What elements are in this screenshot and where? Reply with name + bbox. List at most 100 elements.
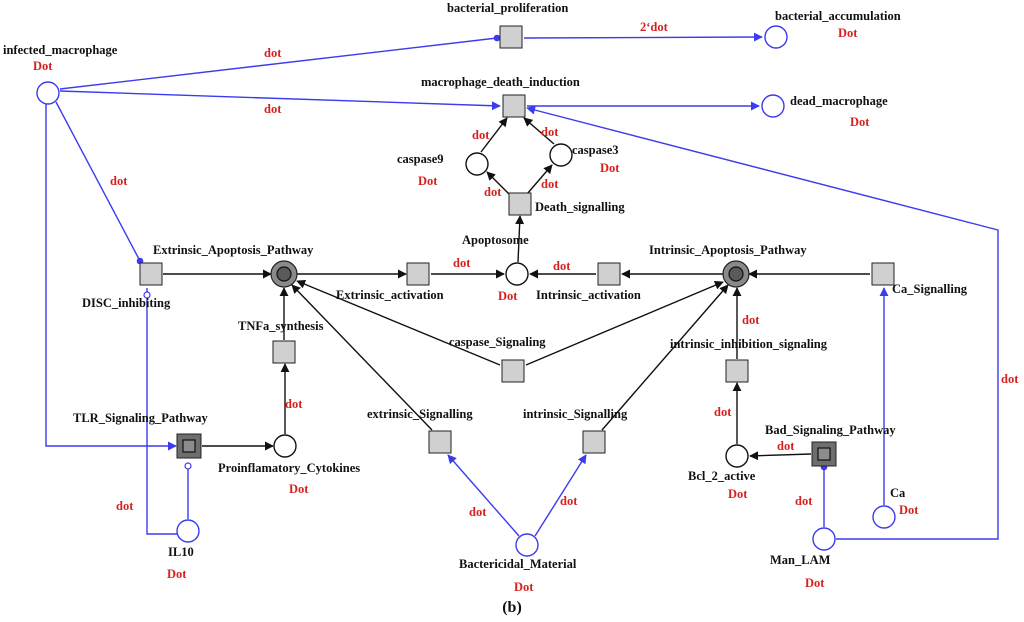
arc-intrinsic_signalling-to-intrinsic_apoptosis_pathway	[601, 284, 729, 431]
place-bacterial_accumulation[interactable]	[764, 25, 788, 49]
substitution-marker	[817, 447, 831, 461]
arc-death_signalling-to-caspase9	[486, 171, 512, 197]
arc-inscription: dot	[541, 125, 559, 139]
place-il10[interactable]	[176, 519, 200, 543]
labels: dot 2‘dot dot dot dot dot dot dot dot dot dot dot do…	[3, 1, 1019, 594]
substitution-marker	[182, 439, 196, 453]
transition-label: bacterial_proliferation	[447, 1, 568, 15]
transition-label: caspase_Signaling	[449, 335, 546, 349]
place-label: Proinflamatory_Cytokines	[218, 461, 360, 475]
arc-inscription: dot	[484, 185, 502, 199]
arc-inscription: dot	[714, 405, 732, 419]
transition-bacterial_proliferation[interactable]	[499, 25, 523, 49]
transition-label: Bad_Signaling_Pathway	[765, 423, 896, 437]
transition-label: macrophage_death_induction	[421, 75, 580, 89]
transition-label: Extrinsic_activation	[336, 288, 444, 302]
place-token: Dot	[850, 115, 870, 129]
place-token: Dot	[418, 174, 438, 188]
place-label: Man_LAM	[770, 553, 831, 567]
transition-extrinsic_signalling[interactable]	[428, 430, 452, 454]
place-caspase9[interactable]	[465, 152, 489, 176]
arc-inscription: dot	[264, 102, 282, 116]
place-proinflamatory_cytokines[interactable]	[273, 434, 297, 458]
transition-extrinsic_activation[interactable]	[406, 262, 430, 286]
transition-label: TLR_Signaling_Pathway	[73, 411, 209, 425]
place-token: Dot	[514, 580, 534, 594]
transition-tnfa_synthesis[interactable]	[272, 340, 296, 364]
arc-bacterial_proliferation-to-bacterial_accumulation	[523, 32, 763, 42]
arc-extrinsic_signalling-to-extrinsic_apoptosis_pathway	[291, 284, 433, 431]
transition-label: intrinsic_inhibition_signaling	[670, 337, 828, 351]
place-label: caspase3	[572, 143, 619, 157]
arc-inscription: dot	[116, 499, 134, 513]
arc-inscription: dot	[264, 46, 282, 60]
arcs	[45, 32, 999, 540]
place-token: Dot	[289, 482, 309, 496]
arc-man_lam-to-macrophage_death_induction	[526, 105, 999, 540]
place-token: Dot	[899, 503, 919, 517]
place-bactericidal_material[interactable]	[515, 533, 539, 557]
transition-death_signalling[interactable]	[508, 192, 532, 216]
arc-inscription: dot	[560, 494, 578, 508]
read-arc-dot	[493, 34, 501, 42]
place-token: Dot	[167, 567, 187, 581]
place-apoptosome[interactable]	[505, 262, 529, 286]
arc-inscription: dot	[110, 174, 128, 188]
place-label: Bcl_2_active	[688, 469, 756, 483]
transition-intrinsic_activation[interactable]	[597, 262, 621, 286]
place-infected_macrophage[interactable]	[36, 81, 60, 105]
arc-inscription: dot	[285, 397, 303, 411]
arc-bad_signaling_pathway-to-bcl_2_active	[749, 451, 812, 461]
arc-caspase_signaling-to-intrinsic_apoptosis_pathway	[525, 280, 724, 366]
transition-disc_inhibiting[interactable]	[139, 262, 163, 286]
arc-inscription: dot	[1001, 372, 1019, 386]
arc-inscription: dot	[469, 505, 487, 519]
arc-infected_macrophage-to-bacterial_proliferation	[59, 37, 498, 90]
arc-il10-to-disc_inhibiting	[146, 288, 177, 535]
transition-macrophage_death_induction[interactable]	[502, 94, 526, 118]
arc-bactericidal_material-to-intrinsic_signalling	[534, 454, 587, 537]
arc-inscription: dot	[541, 177, 559, 191]
place-label: dead_macrophage	[790, 94, 888, 108]
arc-inscription: dot	[795, 494, 813, 508]
fusion-place-ring	[276, 266, 292, 282]
fusion-place-ring	[728, 266, 744, 282]
transition-intrinsic_inhibition_signaling[interactable]	[725, 359, 749, 383]
place-label: caspase9	[397, 152, 444, 166]
arc-inscription: dot	[472, 128, 490, 142]
place-token: Dot	[600, 161, 620, 175]
arc-infected_macrophage-to-disc_inhibiting	[55, 101, 141, 262]
nodes	[36, 25, 896, 557]
arc-infected_macrophage-to-tlr_signaling_pathway	[45, 104, 177, 451]
arc-death_signalling-to-caspase3	[526, 164, 553, 195]
place-caspase3[interactable]	[549, 143, 573, 167]
place-label: bacterial_accumulation	[775, 9, 901, 23]
inhibitor-arc-circle	[184, 462, 192, 470]
inhibitor-arc-circle	[143, 291, 151, 299]
place-token: Dot	[33, 59, 53, 73]
figure-caption: (b)	[502, 599, 522, 616]
transition-label: TNFa_synthesis	[238, 319, 324, 333]
place-label: infected_macrophage	[3, 43, 118, 57]
place-bcl_2_active[interactable]	[725, 444, 749, 468]
place-token: Dot	[498, 289, 518, 303]
place-label: Apoptosome	[462, 233, 529, 247]
place-label: Extrinsic_Apoptosis_Pathway	[153, 243, 314, 257]
transition-intrinsic_signalling[interactable]	[582, 430, 606, 454]
place-man_lam[interactable]	[812, 527, 836, 551]
transition-label: Death_signalling	[535, 200, 625, 214]
arc-apoptosome-to-death_signalling	[515, 215, 525, 263]
transition-label: Intrinsic_activation	[536, 288, 641, 302]
arc-inscription: dot	[453, 256, 471, 270]
arc-inscription: 2‘dot	[640, 20, 669, 34]
place-ca[interactable]	[872, 505, 896, 529]
arc-caspase3-to-macrophage_death_induction	[523, 117, 555, 145]
transition-label: Ca_Signalling	[892, 282, 968, 296]
place-dead_macrophage[interactable]	[761, 94, 785, 118]
transition-ca_signalling[interactable]	[871, 262, 895, 286]
place-label: Bactericidal_Material	[459, 557, 577, 571]
transition-caspase_signaling[interactable]	[501, 359, 525, 383]
arc-caspase_signaling-to-extrinsic_apoptosis_pathway	[296, 279, 501, 366]
arc-bactericidal_material-to-extrinsic_signalling	[447, 454, 520, 537]
